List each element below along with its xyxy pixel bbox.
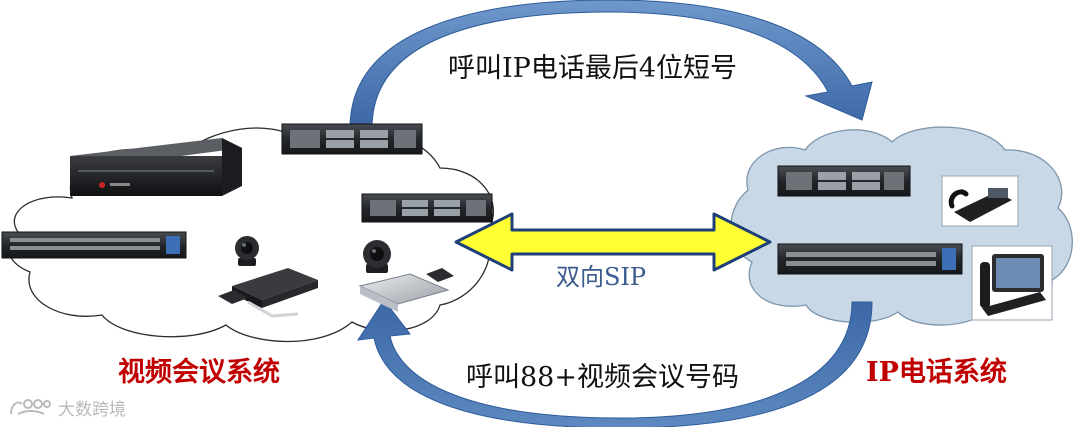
rack-server-icon [281,123,423,155]
rack-server-icon [361,193,493,223]
conference-mic-icon [426,268,454,282]
right-system-label: IP电话系统 [866,357,1007,388]
rack-server-icon [777,165,911,197]
top-curved-arrow [349,0,873,129]
bottom-curved-arrow [356,299,873,427]
watermark-text: 大数跨境 [58,399,126,420]
bottom-arrow-label: 呼叫88+视频会议号码 [466,362,739,393]
top-arrow-label: 呼叫IP电话最后4位短号 [448,53,738,84]
rack-server-icon [777,243,963,275]
codec-box-icon [358,273,450,312]
watermark: 大数跨境 [8,396,126,420]
left-system-label: 视频会议系统 [118,357,280,388]
sip-double-arrow [454,212,772,272]
video-phone-icon [971,245,1053,321]
sip-arrow-label: 双向SIP [556,263,647,291]
rack-server-icon [1,231,187,259]
polycom-mcu-icon [70,138,242,196]
watermark-logo-icon [10,399,51,415]
ip-phone-icon [941,175,1019,227]
video-camera-icon [363,240,391,273]
codec-box-icon [232,268,318,308]
video-camera-icon [235,236,259,266]
conference-mic-icon [218,290,299,318]
